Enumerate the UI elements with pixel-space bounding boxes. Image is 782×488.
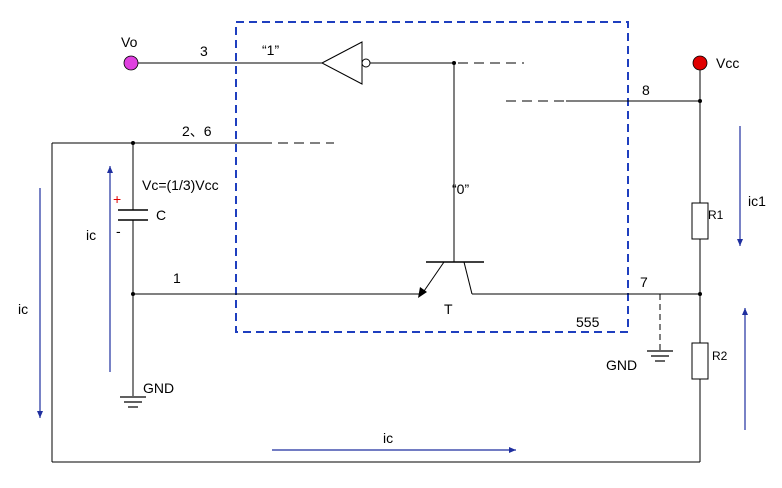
- output-state-label: “1”: [262, 42, 279, 58]
- resistor-r1: [691, 202, 709, 240]
- pin3-label: 3: [200, 43, 208, 59]
- base-state-label: “0”: [452, 181, 469, 197]
- junction-dot: [131, 141, 135, 145]
- vo-label: Vo: [121, 34, 138, 50]
- ic-bottom-label: ic: [383, 430, 393, 446]
- gnd-right-label: GND: [606, 357, 637, 373]
- pin1-label: 1: [173, 270, 181, 286]
- cap-plus-sign: +: [113, 191, 121, 207]
- chip-555-boundary: [235, 21, 629, 333]
- pin2-6-label: 2、6: [182, 123, 212, 139]
- junction-dot: [131, 292, 135, 296]
- transistor-label: T: [444, 301, 453, 317]
- ic-left-outer-label: ic: [18, 301, 28, 317]
- capacitor-c: [118, 209, 148, 221]
- ic1-label: ic1: [748, 193, 766, 209]
- inverter-gate: [320, 41, 371, 85]
- vo-terminal: [123, 55, 139, 71]
- ground-left-icon: [120, 396, 146, 408]
- vcc-terminal: [692, 55, 708, 71]
- vcc-label: Vcc: [716, 55, 739, 71]
- resistor-r2: [691, 342, 709, 380]
- transistor-t: [418, 261, 484, 298]
- chip-label: 555: [576, 314, 600, 330]
- cap-label: C: [156, 207, 166, 223]
- vc-label: Vc=(1/3)Vcc: [142, 177, 219, 193]
- r1-label: R1: [708, 208, 724, 222]
- ic-left-inner-label: ic: [86, 227, 96, 243]
- junction-dot: [698, 99, 702, 103]
- gnd-left-label: GND: [143, 380, 174, 396]
- junction-dot: [698, 292, 702, 296]
- cap-minus-sign: -: [116, 223, 121, 239]
- r2-label: R2: [712, 349, 728, 363]
- pin8-label: 8: [642, 82, 650, 98]
- pin7-label: 7: [640, 274, 648, 290]
- ground-right-icon: [647, 350, 673, 362]
